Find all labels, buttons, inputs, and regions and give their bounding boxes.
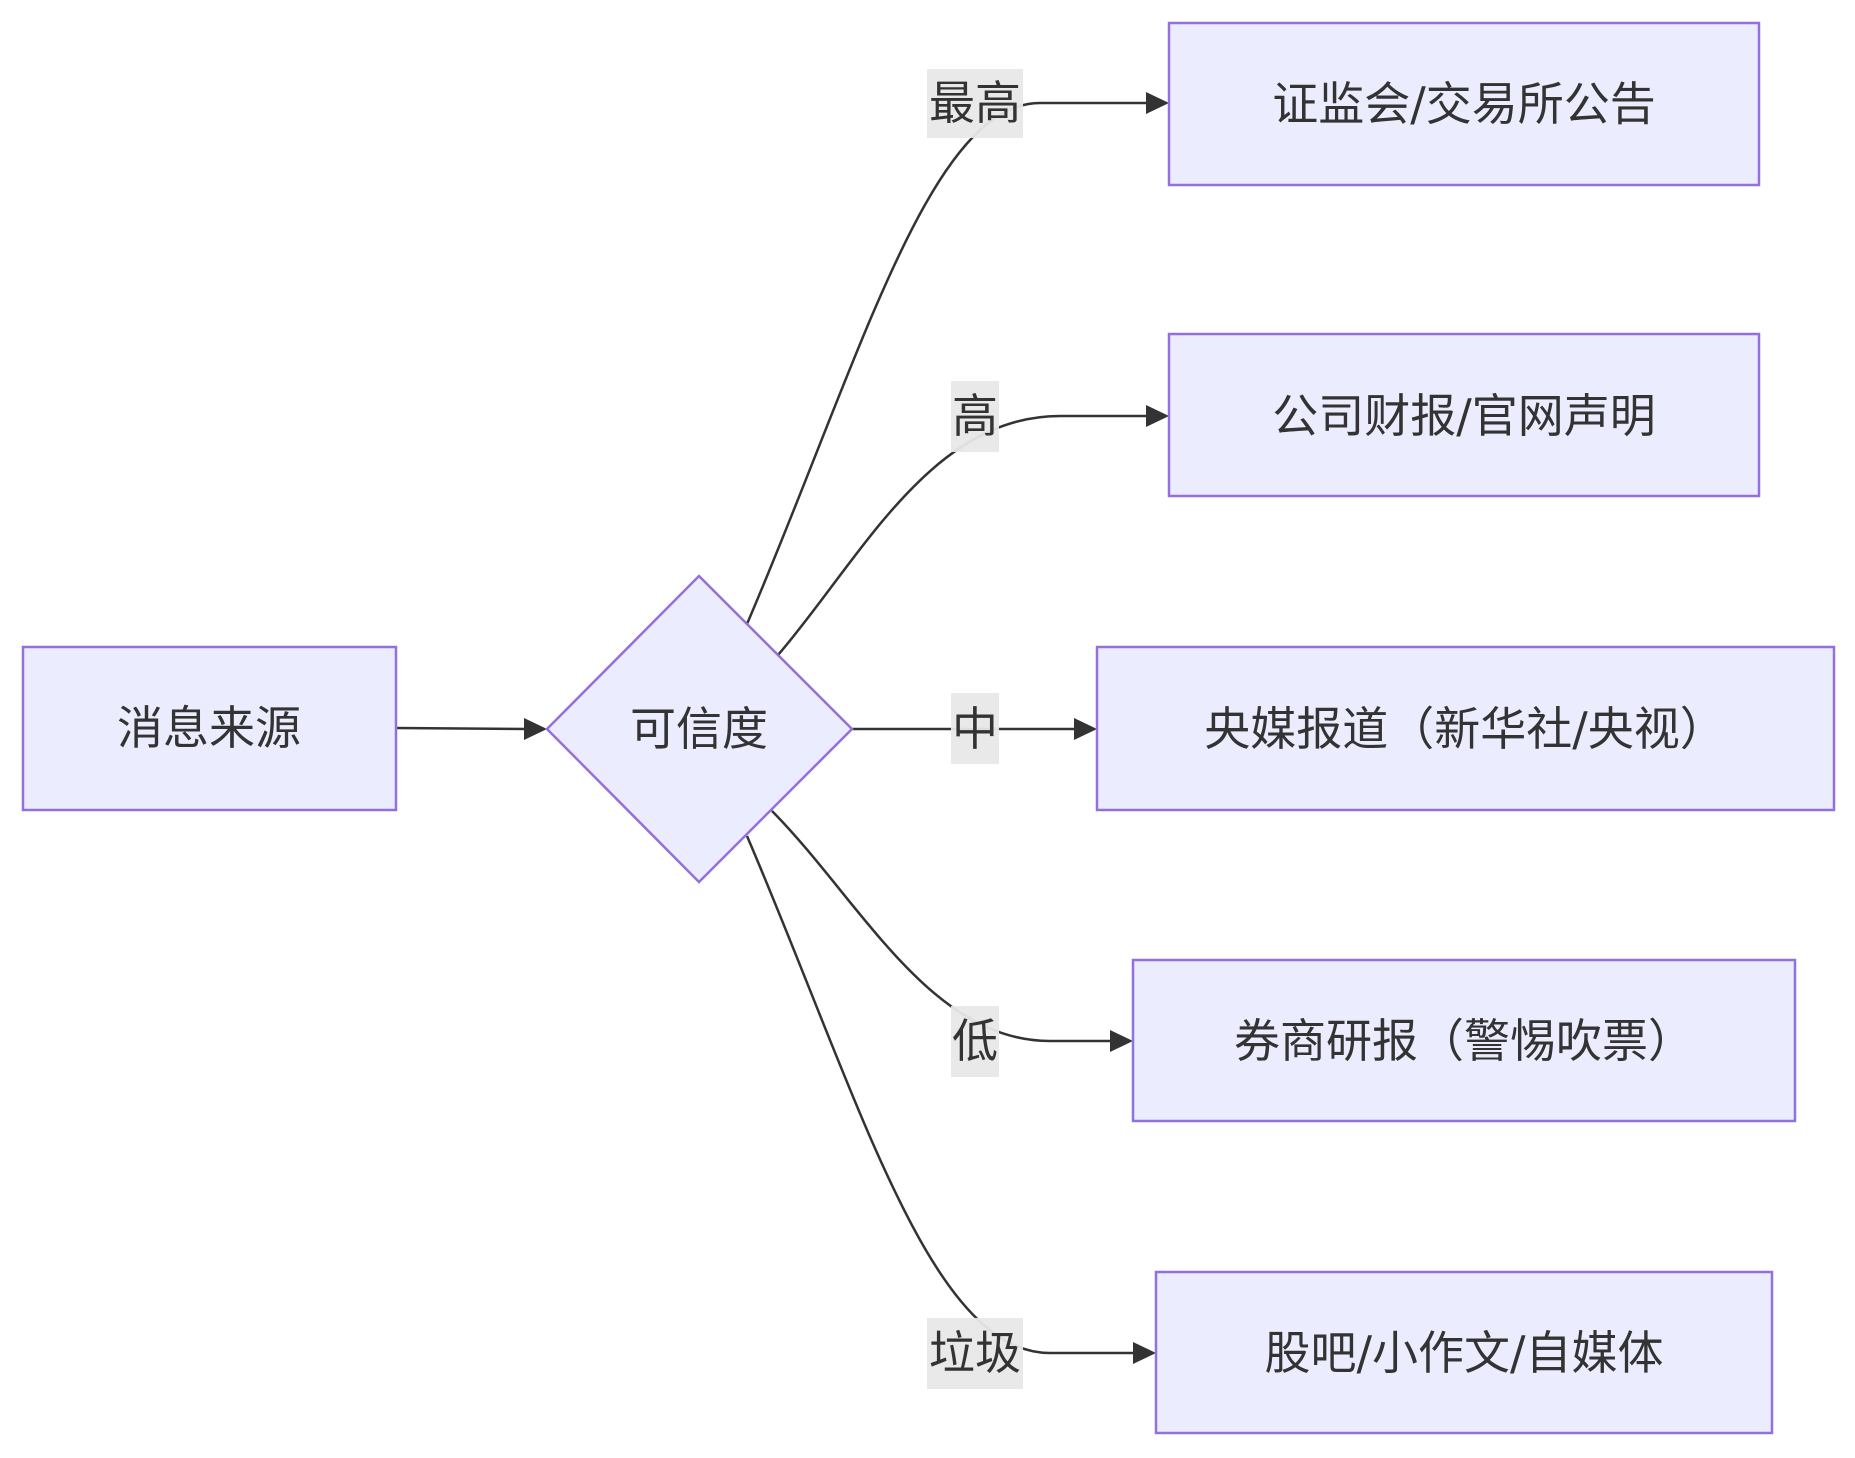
arrowhead-icon <box>524 718 547 740</box>
edge-label-text: 低 <box>952 1014 998 1068</box>
edge-label-text: 高 <box>952 389 998 443</box>
node-label: 券商研报（警惕吹票） <box>1234 1014 1694 1068</box>
edge-credibility-to-csrc <box>745 101 1148 625</box>
node-label: 央媒报道（新华社/央视） <box>1204 702 1726 756</box>
arrowhead-icon <box>1133 1342 1156 1364</box>
node-company[interactable]: 公司财报/官网声明 <box>1167 332 1761 498</box>
edge-label-high: 高 <box>951 381 999 452</box>
node-label: 证监会/交易所公告 <box>1272 77 1656 131</box>
node-forum[interactable]: 股吧/小作文/自媒体 <box>1154 1270 1774 1435</box>
node-source[interactable]: 消息来源 <box>21 645 398 812</box>
node-label: 股吧/小作文/自媒体 <box>1265 1326 1664 1380</box>
node-csrc[interactable]: 证监会/交易所公告 <box>1167 21 1761 187</box>
edge-label-text: 中 <box>952 702 998 756</box>
node-credibility-decision[interactable]: 可信度 <box>545 574 854 884</box>
edge-label-low: 低 <box>951 1006 999 1077</box>
node-label: 公司财报/官网声明 <box>1272 389 1656 443</box>
node-broker[interactable]: 券商研报（警惕吹票） <box>1131 958 1797 1123</box>
edge-label-text: 最高 <box>929 76 1021 130</box>
arrowhead-icon <box>1110 1030 1133 1052</box>
edge-label-garbage: 垃圾 <box>927 1318 1023 1389</box>
edge-label-highest: 最高 <box>927 69 1023 138</box>
edge-labels: 最高 高 中 低 垃圾 <box>927 69 1023 1389</box>
edge-label-text: 垃圾 <box>929 1326 1021 1380</box>
node-label: 可信度 <box>630 702 768 756</box>
arrowhead-icon <box>1146 92 1169 114</box>
edge-credibility-to-broker <box>771 810 1112 1043</box>
node-state-media[interactable]: 央媒报道（新华社/央视） <box>1095 645 1836 812</box>
arrowhead-icon <box>1146 405 1169 427</box>
edge-credibility-to-forum <box>745 835 1135 1355</box>
arrowhead-icon <box>1074 718 1097 740</box>
edge-label-medium: 中 <box>951 693 999 764</box>
node-label: 消息来源 <box>117 701 301 755</box>
edge-source-to-credibility <box>395 726 529 731</box>
edges <box>395 92 1169 1364</box>
edge-credibility-to-company <box>777 414 1148 656</box>
